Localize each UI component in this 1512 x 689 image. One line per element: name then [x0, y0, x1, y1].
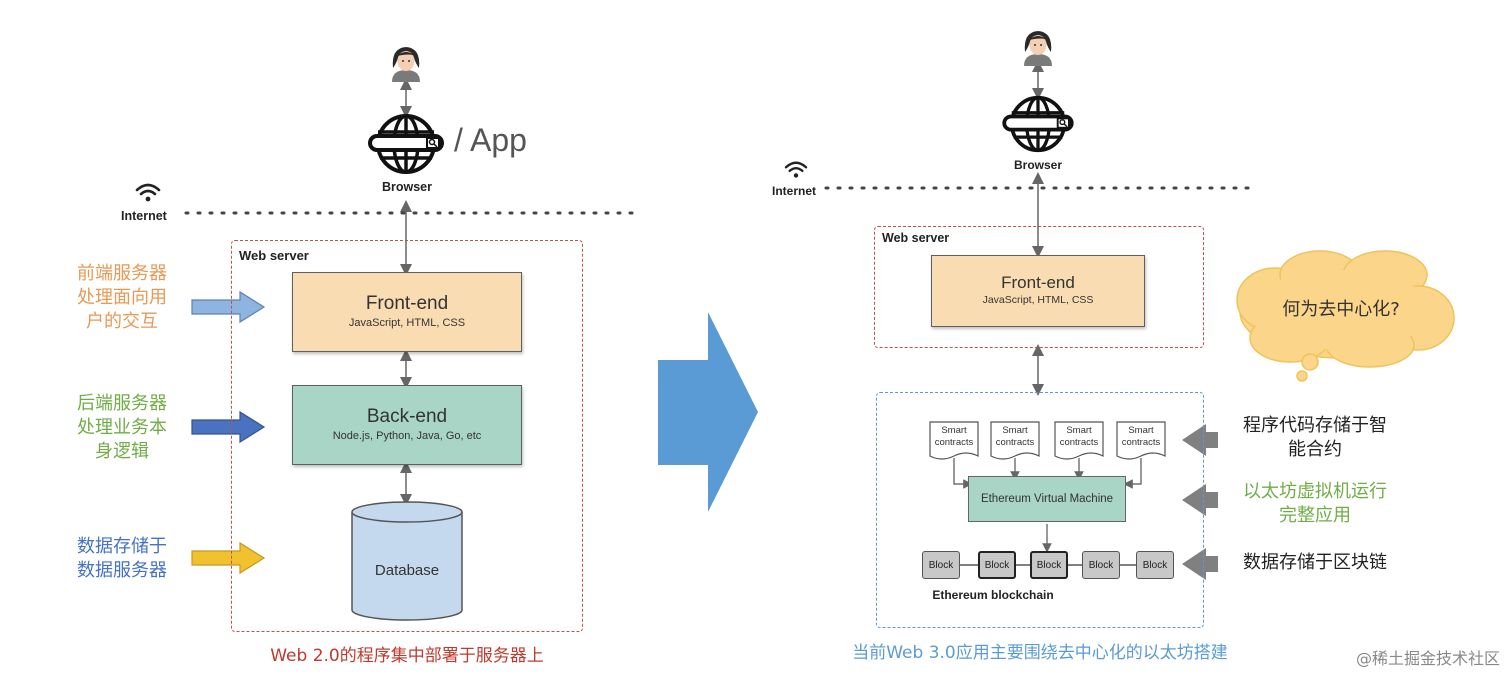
block: Block — [1030, 551, 1068, 579]
smart-contract: Smart contracts — [1121, 425, 1161, 448]
backend-title: Back-end — [366, 406, 448, 427]
annotation-line: 后端服务器 — [77, 393, 167, 414]
annotation-contracts: 程序代码存储于智 能合约 — [1232, 414, 1398, 462]
annotation-line: 身逻辑 — [95, 441, 149, 462]
watermark: @稀土掘金技术社区 — [1355, 649, 1500, 668]
arrow-left-icon — [1182, 424, 1218, 456]
annotation-line: 数据存储于区块链 — [1243, 552, 1387, 573]
web-server-label: Web server — [882, 231, 950, 245]
arrow-left-icon — [1182, 548, 1218, 580]
web-server-label: Web server — [239, 248, 309, 263]
web-server-container — [874, 226, 1204, 348]
block: Block — [1082, 551, 1120, 579]
wifi-icon — [784, 160, 808, 180]
arrow-right-icon — [191, 410, 266, 444]
block: Block — [922, 551, 960, 579]
globe-browser-icon — [1000, 94, 1076, 154]
backend-subtitle: Node.js, Python, Java, Go, etc — [332, 430, 482, 442]
frontend-title: Front-end — [365, 293, 449, 314]
wifi-icon — [135, 182, 161, 204]
evm-box: Ethereum Virtual Machine — [968, 476, 1126, 522]
smart-contract: Smart contracts — [1059, 425, 1099, 448]
evm-label: Ethereum Virtual Machine — [980, 493, 1114, 505]
arrow-left-icon — [1182, 484, 1218, 516]
big-transition-arrow — [658, 312, 758, 512]
frontend-box: Front-end JavaScript, HTML, CSS — [292, 272, 522, 352]
annotation-database: 数据存储于 数据服务器 — [66, 535, 178, 583]
annotation-blockchain: 数据存储于区块链 — [1232, 551, 1398, 575]
annotation-line: 前端服务器 — [77, 263, 167, 284]
arrow-right-icon — [191, 290, 266, 324]
smart-contract: Smart contracts — [934, 425, 974, 448]
blockchain-container — [876, 392, 1204, 628]
frontend-box: Front-end JavaScript, HTML, CSS — [931, 255, 1145, 327]
internet-label: Internet — [772, 184, 817, 198]
arrow-right-icon — [191, 541, 266, 575]
smart-contract: Smart contracts — [995, 425, 1035, 448]
left-caption: Web 2.0的程序集中部署于服务器上 — [270, 646, 544, 666]
annotation-line: 户的交互 — [86, 311, 158, 332]
browser-label: Browser — [381, 180, 433, 194]
annotation-evm: 以太坊虚拟机运行 完整应用 — [1232, 480, 1398, 528]
annotation-backend: 后端服务器 处理业务本 身逻辑 — [66, 392, 178, 464]
annotation-line: 数据存储于 — [77, 536, 167, 557]
user-avatar-icon — [1018, 28, 1058, 68]
annotation-line: 以太坊虚拟机运行 — [1243, 481, 1387, 502]
right-caption: 当前Web 3.0应用主要围绕去中心化的以太坊搭建 — [852, 643, 1228, 663]
web-server-container — [231, 240, 583, 632]
backend-box: Back-end Node.js, Python, Java, Go, etc — [292, 385, 522, 465]
user-avatar-icon — [386, 44, 426, 84]
app-label: / App — [454, 122, 527, 158]
database-label: Database — [374, 562, 440, 579]
frontend-subtitle: JavaScript, HTML, CSS — [982, 294, 1094, 306]
annotation-line: 处理业务本 — [77, 417, 167, 438]
frontend-subtitle: JavaScript, HTML, CSS — [348, 317, 466, 329]
block: Block — [978, 551, 1016, 579]
internet-label: Internet — [121, 209, 167, 223]
annotation-line: 处理面向用 — [77, 287, 167, 308]
browser-label: Browser — [1013, 158, 1063, 172]
annotation-line: 能合约 — [1288, 439, 1342, 460]
annotation-line: 数据服务器 — [77, 560, 167, 581]
annotation-frontend: 前端服务器 处理面向用 户的交互 — [66, 262, 178, 334]
frontend-title: Front-end — [1001, 273, 1075, 292]
database-cylinder — [351, 501, 463, 621]
smart-contract-shapes — [929, 421, 1166, 460]
globe-browser-icon — [366, 112, 446, 176]
cloud-text: 何为去中心化? — [1282, 299, 1400, 320]
block: Block — [1136, 551, 1174, 579]
blockchain-label: Ethereum blockchain — [932, 588, 1054, 602]
annotation-line: 程序代码存储于智 — [1243, 415, 1387, 436]
annotation-line: 完整应用 — [1279, 505, 1351, 526]
